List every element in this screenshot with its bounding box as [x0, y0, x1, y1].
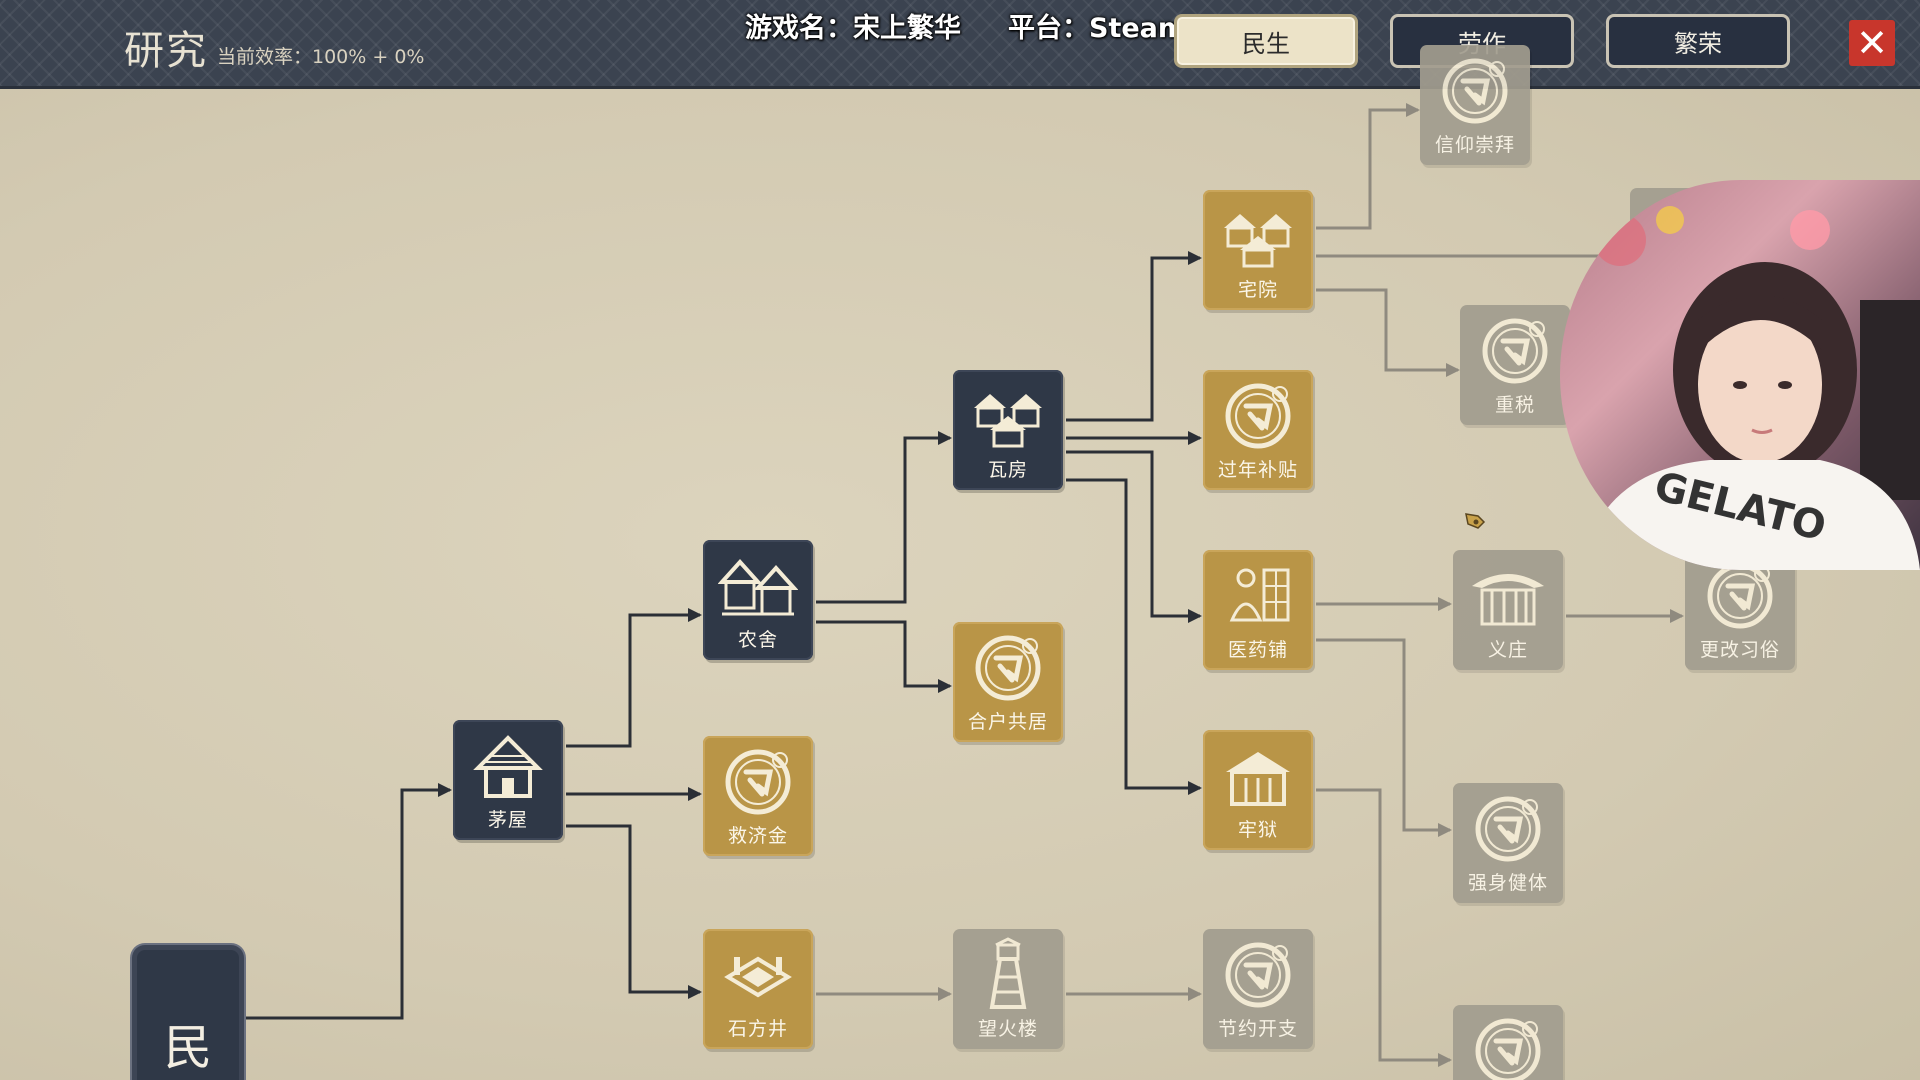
tech-node-zhaiyuan[interactable]: 宅院: [1203, 190, 1313, 310]
efficiency-readout: 当前效率：100% + 0%: [217, 46, 425, 68]
tech-node-label: 农舍: [737, 629, 778, 651]
hall-icon: [1472, 574, 1544, 626]
tech-node-yizhuang[interactable]: 义庄: [1453, 550, 1563, 670]
arrow-head-icon: [1438, 597, 1452, 611]
tech-node-unknown_bottom[interactable]: [1453, 1005, 1563, 1080]
tech-link: [1066, 256, 1200, 422]
courtyard-icon: [1224, 214, 1292, 268]
close-button[interactable]: ✕: [1849, 20, 1895, 66]
arrow-head-icon: [938, 431, 952, 445]
tech-link: [1316, 108, 1418, 230]
hut-icon: [473, 735, 543, 798]
header-bar: 研究 当前效率：100% + 0% 游戏名：宋上繁华 平台：Steam 民生 劳…: [0, 0, 1920, 89]
tech-node-label: 更改习俗: [1699, 639, 1780, 661]
tech-node-laoyu[interactable]: 牢狱: [1203, 730, 1313, 850]
arrow-head-icon: [1188, 987, 1202, 1001]
arrow-head-icon: [688, 985, 702, 999]
arrow-head-icon: [688, 608, 702, 622]
seal-icon: [1475, 1018, 1541, 1080]
arrow-head-icon: [1438, 1053, 1452, 1067]
tech-node-shifangjing[interactable]: 石方井: [703, 929, 813, 1049]
seal-icon: [975, 635, 1041, 701]
tab-minsheng[interactable]: 民生: [1174, 14, 1358, 68]
tech-node-label: 救济金: [727, 825, 788, 847]
tech-node-label: 过年补贴: [1217, 459, 1298, 481]
tech-link: [1316, 288, 1458, 372]
tech-node-label: 茅屋: [487, 809, 528, 831]
tech-link: [244, 788, 450, 1020]
tech-link: [566, 613, 700, 748]
arrow-head-icon: [938, 679, 952, 693]
tech-node-xinyangchongbai[interactable]: 信仰崇拜: [1420, 45, 1530, 165]
tech-node-label: 牢狱: [1237, 819, 1278, 841]
streamer-image: GELATO: [1580, 206, 1920, 570]
seal-icon: [725, 749, 791, 815]
tile-house-icon: [974, 394, 1042, 448]
tech-link: [1316, 788, 1450, 1062]
tech-link: [816, 436, 950, 604]
streamer-webcam: GELATO: [1560, 180, 1920, 570]
tech-node-label: 信仰崇拜: [1434, 134, 1515, 156]
prison-icon: [1226, 752, 1290, 806]
tech-node-jiujijin[interactable]: 救济金: [703, 736, 813, 856]
tech-node-hehugongju[interactable]: 合户共居: [953, 622, 1063, 742]
arrow-head-icon: [1188, 781, 1202, 795]
arrow-head-icon: [1670, 609, 1684, 623]
tech-link: [816, 620, 950, 688]
tech-node-wafang[interactable]: 瓦房: [953, 370, 1063, 490]
tech-node-genggaixisu[interactable]: 更改习俗: [1685, 550, 1795, 670]
arrow-head-icon: [688, 787, 702, 801]
arrow-head-icon: [938, 987, 952, 1001]
tech-node-wanghuolou[interactable]: 望火楼: [953, 929, 1063, 1049]
tech-node-maowu[interactable]: 茅屋: [453, 720, 563, 840]
tech-node-label: 瓦房: [987, 459, 1028, 481]
seal-icon: [1475, 796, 1541, 862]
tech-node-label: 石方井: [727, 1018, 788, 1040]
tech-node-yiyaopu[interactable]: 医药铺: [1203, 550, 1313, 670]
tech-node-zhongshui[interactable]: 重税: [1460, 305, 1570, 425]
tech-node-label: 合户共居: [967, 711, 1048, 733]
seal-icon: [1225, 383, 1291, 449]
tech-link: [1066, 450, 1200, 618]
arrow-head-icon: [1446, 363, 1460, 377]
watchtower-icon: [989, 937, 1027, 1009]
tech-node-label: 宅院: [1237, 279, 1278, 301]
tech-node-label: 义庄: [1487, 639, 1528, 661]
tech-node-qiangshenjianti[interactable]: 强身健体: [1453, 783, 1563, 903]
arrow-head-icon: [1438, 823, 1452, 837]
seal-icon: [1225, 942, 1291, 1008]
farmhouse-icon: [718, 559, 798, 616]
close-icon: ✕: [1856, 21, 1888, 65]
arrow-head-icon: [1188, 251, 1202, 265]
well-icon: [724, 956, 792, 998]
arrow-head-icon: [1406, 103, 1420, 117]
tech-node-label: 望火楼: [977, 1018, 1038, 1040]
root-node-min[interactable]: 民: [137, 950, 239, 1080]
tech-link: [1316, 638, 1450, 832]
tech-link: [1066, 478, 1200, 790]
tech-node-guonianbutie[interactable]: 过年补贴: [1203, 370, 1313, 490]
tech-node-label: 节约开支: [1217, 1018, 1298, 1040]
arrow-head-icon: [1188, 431, 1202, 445]
arrow-head-icon: [438, 783, 452, 797]
tech-node-nongshe[interactable]: 农舍: [703, 540, 813, 660]
page-title: 研究: [124, 28, 208, 74]
root-label: 民: [163, 1020, 212, 1076]
arrow-head-icon: [1188, 609, 1202, 623]
cursor-icon: [1465, 513, 1486, 529]
seal-icon: [1442, 58, 1508, 124]
tech-node-jieyuekaizhi[interactable]: 节约开支: [1203, 929, 1313, 1049]
tech-node-label: 重税: [1494, 394, 1535, 416]
stream-overlay-text: 游戏名：宋上繁华 平台：Steam: [745, 13, 1187, 44]
tech-node-label: 强身健体: [1467, 872, 1548, 894]
tech-link: [566, 824, 700, 994]
tech-node-label: 医药铺: [1227, 639, 1288, 661]
seal-icon: [1482, 318, 1548, 384]
tab-fanrong[interactable]: 繁荣: [1606, 14, 1790, 68]
pharmacy-icon: [1229, 568, 1290, 622]
